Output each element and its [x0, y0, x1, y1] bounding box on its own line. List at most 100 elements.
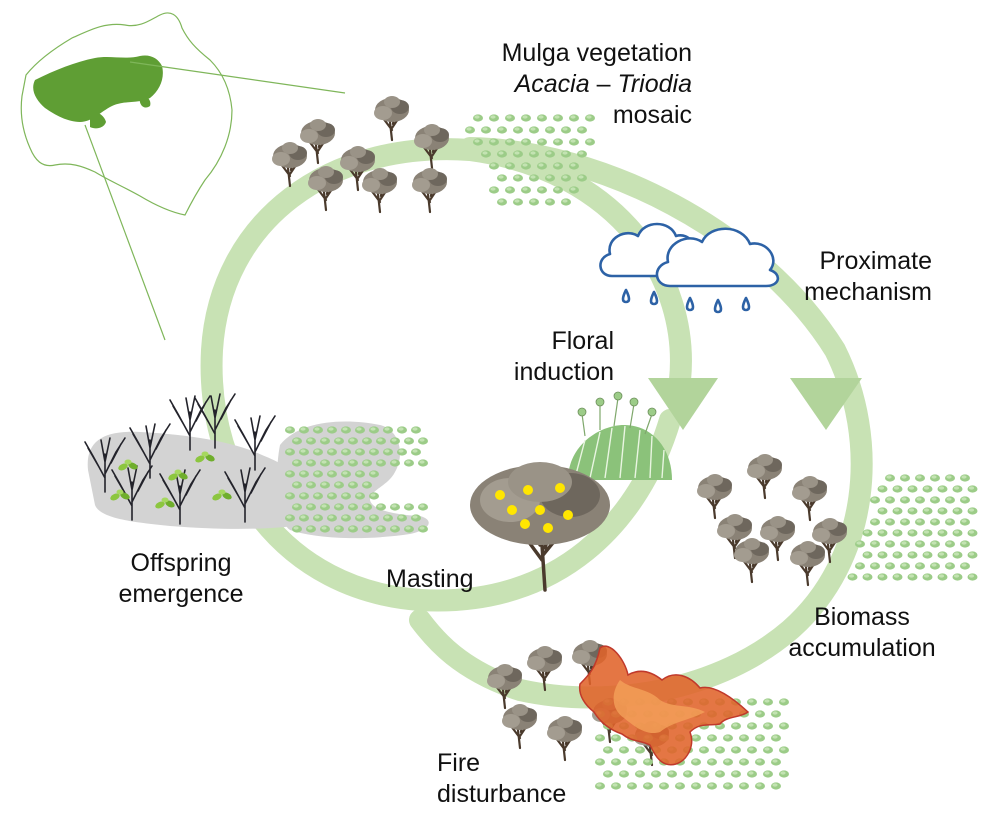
grass-tuft: [907, 551, 918, 559]
grass-tuft: [341, 448, 351, 456]
offspring-label-line1: Offspring: [130, 549, 232, 577]
grass-tuft: [960, 562, 970, 570]
grass-tuft: [870, 540, 880, 548]
grass-tuft: [390, 437, 400, 445]
grass-tuft: [577, 174, 587, 182]
grass-tuft: [327, 448, 337, 456]
grass-tuft: [376, 437, 386, 445]
grass-tuft: [755, 734, 765, 742]
grass-tuft: [937, 551, 948, 559]
grass-tuft: [585, 138, 595, 146]
grass-tuft: [369, 426, 379, 434]
grass-tuft: [870, 562, 880, 570]
grass-tuft: [521, 162, 531, 170]
grass-tuft: [747, 722, 757, 730]
grass-tuft: [369, 448, 379, 456]
grass-tuft: [900, 474, 910, 482]
grass-tuft: [930, 540, 940, 548]
grass-tuft: [779, 722, 789, 730]
grass-tuft: [320, 503, 330, 511]
grass-tuft: [611, 734, 621, 742]
grass-tuft: [383, 514, 393, 522]
grass-tuft: [404, 459, 414, 467]
grass-tuft: [313, 470, 323, 478]
grass-tuft: [885, 474, 895, 482]
grass-tuft: [569, 162, 579, 170]
grass-tuft: [285, 470, 295, 478]
biomass-trees: [695, 452, 849, 587]
grass-tuft: [667, 770, 677, 778]
grass-tuft: [418, 459, 428, 467]
grass-tuft: [967, 529, 978, 537]
grass-tuft: [967, 551, 978, 559]
grass-tuft: [967, 485, 978, 493]
grass-tuft: [635, 746, 645, 754]
grass-tuft: [643, 758, 653, 766]
grass-tuft: [627, 782, 637, 790]
grass-tuft: [960, 540, 970, 548]
grass-tuft: [529, 174, 539, 182]
rain-cloud-icon: [599, 222, 780, 314]
grass-tuft: [731, 722, 741, 730]
grass-tuft: [418, 525, 428, 533]
proximate-label: Proximate mechanism: [760, 246, 932, 308]
grass-tuft: [411, 448, 421, 456]
grass-tuft: [952, 551, 963, 559]
floral-label: Floral induction: [480, 326, 614, 388]
grass-tuft: [877, 551, 888, 559]
grass-tuft: [313, 426, 323, 434]
grass-tuft: [306, 437, 316, 445]
grass-tuft: [779, 746, 789, 754]
grass-tuft: [627, 758, 637, 766]
grass-tuft: [922, 573, 933, 581]
grass-tuft: [937, 485, 948, 493]
grass-tuft: [603, 770, 613, 778]
grass-tuft: [892, 551, 903, 559]
grass-tuft: [505, 186, 515, 194]
grass-tuft: [603, 746, 613, 754]
grass-tuft: [545, 150, 555, 158]
grass-tuft: [960, 496, 970, 504]
grass-tuft: [930, 496, 940, 504]
grass-tuft: [900, 540, 910, 548]
grass-tuft: [847, 573, 858, 581]
grass-tuft: [473, 138, 483, 146]
grass-tuft: [285, 514, 295, 522]
grass-tuft: [707, 734, 717, 742]
grass-tuft: [537, 186, 547, 194]
grass-tuft: [855, 562, 865, 570]
grass-tuft: [341, 492, 351, 500]
grass-tuft: [306, 503, 316, 511]
grass-tuft: [489, 186, 499, 194]
grass-tuft: [397, 514, 407, 522]
grass-tuft: [885, 562, 895, 570]
grass-tuft: [355, 470, 365, 478]
grass-tuft: [561, 174, 571, 182]
grass-tuft: [292, 481, 302, 489]
grass-tuft: [299, 426, 309, 434]
grass-tuft: [489, 138, 499, 146]
cycle-arrows: [200, 137, 873, 709]
grass-tuft: [731, 770, 741, 778]
offspring-label-line2: emergence: [118, 580, 244, 608]
grass-tuft: [723, 758, 733, 766]
grass-tuft: [691, 782, 701, 790]
grass-tuft: [411, 514, 421, 522]
grass-tuft: [521, 186, 531, 194]
grass-tuft: [299, 514, 309, 522]
grass-tuft: [885, 518, 895, 526]
grass-tuft: [885, 496, 895, 504]
grass-tuft: [299, 470, 309, 478]
grass-tuft: [922, 485, 933, 493]
grass-tuft: [900, 496, 910, 504]
grass-tuft: [561, 198, 571, 206]
mulga-separator: –: [589, 70, 618, 98]
grass-tuft: [771, 710, 781, 718]
grass-tuft: [635, 770, 645, 778]
grass-tuft: [292, 459, 302, 467]
grass-tuft: [960, 518, 970, 526]
grass-tuft: [334, 481, 344, 489]
grass-tuft: [497, 174, 507, 182]
grass-tuft: [892, 485, 903, 493]
grass-tuft: [763, 698, 773, 706]
